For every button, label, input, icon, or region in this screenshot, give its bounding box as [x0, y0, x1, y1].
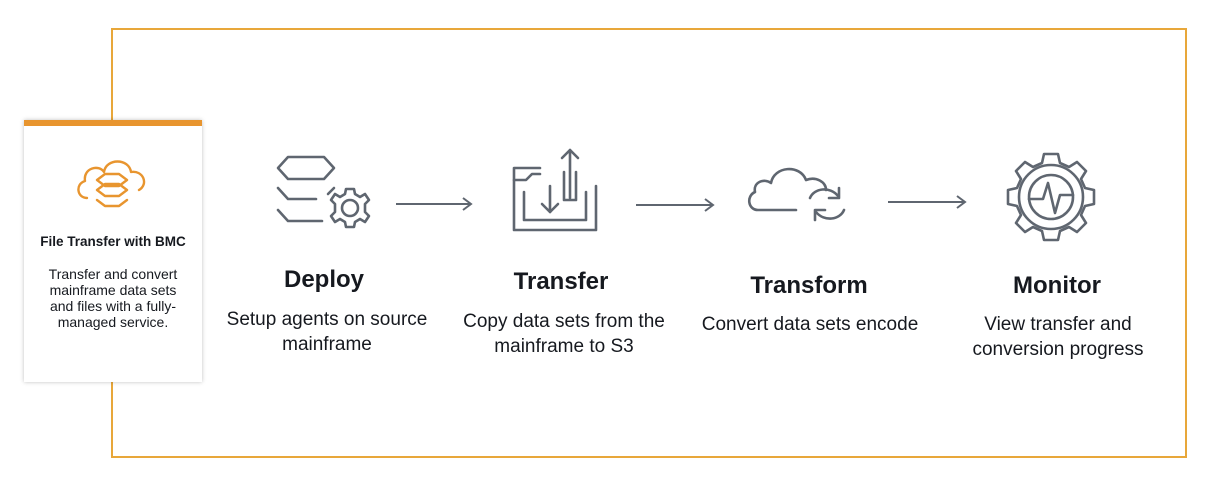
- card-description: Transfer and convert mainframe data sets…: [48, 266, 178, 330]
- gear-pulse-icon: [1006, 152, 1096, 242]
- step-title-monitor: Monitor: [1013, 272, 1101, 299]
- step-description-transform: Convert data sets encode: [701, 314, 919, 335]
- card-title: File Transfer with BMC: [40, 234, 186, 249]
- step-title-transform: Transform: [750, 272, 868, 299]
- arrow-right-icon: [888, 195, 967, 209]
- step-description-deploy: Setup agents on source mainframe: [226, 309, 428, 355]
- arrow-right-icon: [396, 197, 473, 211]
- step-title-transfer: Transfer: [513, 268, 609, 295]
- layers-gear-icon: [276, 155, 371, 229]
- cloud-layers-icon: [77, 160, 146, 208]
- cloud-sync-icon: [748, 167, 846, 222]
- step-description-monitor: View transfer and conversion progress: [972, 314, 1144, 360]
- arrow-right-icon: [636, 198, 715, 212]
- folder-transfer-icon: [512, 148, 598, 232]
- step-title-deploy: Deploy: [283, 266, 364, 293]
- step-description-transfer: Copy data sets from the mainframe to S3: [463, 311, 665, 357]
- service-card: File Transfer with BMC Transfer and conv…: [24, 120, 202, 382]
